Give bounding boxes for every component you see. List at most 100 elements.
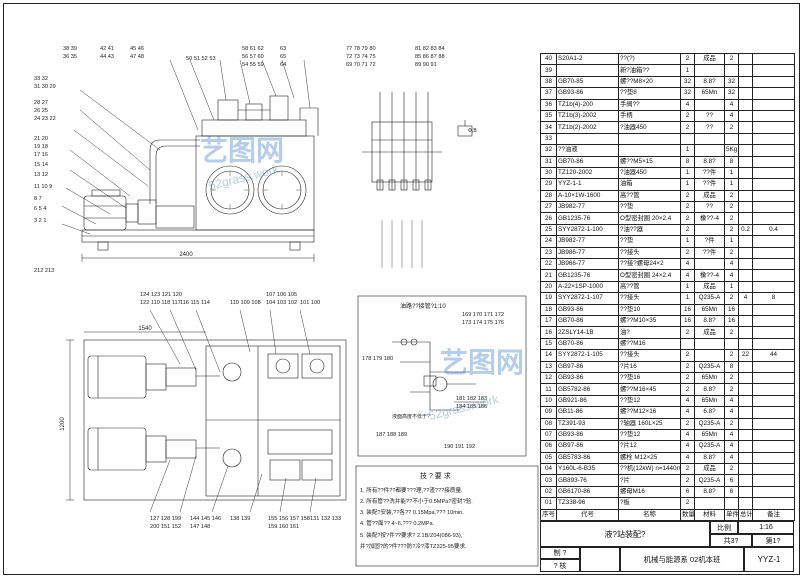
bom-cell: Q235-A [694,360,725,373]
bom-cell [738,474,753,487]
front-elevation-view [81,95,319,262]
sheet-border [3,3,800,575]
bom-cell: 手柄 [618,109,681,123]
bom-cell: TZ1b(4)-200 [556,98,619,111]
bom-cell [738,246,753,260]
bom-cell: 2 [724,52,739,66]
tech-req-item: 2. 所有管??洗并能??不小于0.5MPa?密封?验. [360,497,473,505]
bom-cell [752,326,795,339]
bom-cell [694,132,725,146]
bom-cell: SYY2872-1-100 [556,223,619,237]
bom-cell: 29 [540,178,557,191]
svg-text:36 35: 36 35 [63,54,77,60]
bom-cell: 螺??M8×20 [618,75,681,89]
svg-text:38 39: 38 39 [63,46,77,52]
bom-cell: ?? [694,121,725,134]
bom-cell [738,440,753,453]
bom-cell [680,132,695,146]
bom-cell: GB5782-86 [556,383,619,396]
bom-cell: 2 [724,201,739,214]
bom-cell [752,269,795,282]
bom-cell: 27 [540,201,557,214]
schematic-caption: 油路??接管?1:10 [400,302,446,310]
bom-cell: ?件 [694,235,725,248]
bom-cell: 橡??-4 [694,269,725,282]
bom-cell [556,132,619,146]
bom-cell: 16 [540,326,557,339]
bom-cell: 成品 [694,326,725,339]
bom-cell [724,497,739,510]
bom-cell [738,178,753,191]
bom-cell: 32 [724,75,739,89]
bom-cell: 65Mn [694,87,725,100]
bom-cell [738,144,753,157]
bom-cell: 20 [540,280,557,294]
bom-cell: 28 [540,189,557,203]
bom-cell [738,121,753,134]
bom-cell: 12 [540,371,557,385]
bom-cell [752,394,795,408]
bom-cell: 螺??M12×16 [618,406,681,419]
bom-cell [738,314,753,328]
bom-cell [694,223,725,237]
bom-cell: 37 [540,87,557,100]
bom-cell: 2 [724,326,739,339]
bom-cell: O型密封圈 24×2.4 [618,269,681,282]
bom-cell: 2ZSLY14-1B [556,326,619,339]
bom-cell: 23 [540,246,557,260]
svg-text:58 61 62: 58 61 62 [242,46,264,52]
bom-cell: 2 [680,52,695,66]
bom-cell: 8 [724,360,739,373]
bom-cell: 2 [680,121,695,134]
bom-cell [752,440,795,453]
tech-req-item: 4. 管??面?? 4~6,??? 0.2MPa. [360,519,435,527]
bom-cell: 21 [540,269,557,282]
bom-cell: 手阀?? [618,98,681,111]
bom-cell [752,212,795,225]
bom-cell: Y160L-6-B35 [556,463,619,476]
bom-cell [752,406,795,419]
bom-cell [738,166,753,180]
svg-text:144 145 146: 144 145 146 [190,516,221,522]
bom-cell: 05 [540,451,557,465]
bom-cell [618,144,681,157]
bom-cell: 8.8? [694,75,725,89]
bom-cell: 36 [540,98,557,111]
bom-cell [752,303,795,317]
tech-req-item: 5. 装配?按?件??要求? 2.1B/Z04(086-93), [360,531,463,539]
company-name: 机械与能源系 02机本班 [620,547,744,572]
bom-cell [694,144,725,157]
bom-cell: ??垫16 [618,371,681,385]
bom-cell: 0.4 [752,223,795,237]
bom-cell [752,121,795,134]
bom-cell: 4 [724,440,739,453]
bom-cell [738,371,753,385]
tech-requirements-box [355,465,539,567]
svg-text:77 78 79 80: 77 78 79 80 [346,46,376,52]
bom-cell: Q235-A [694,292,725,305]
bom-cell: 螺??M16 [618,337,681,351]
tech-req-list: 1. 所有??件??都要???理,??渣???接质量. 2. 所有管??洗并能?… [360,486,473,550]
piping-schematic-detail [357,295,527,457]
bom-cell [738,155,753,168]
bom-cell [738,235,753,248]
watermark: 艺图网 52grass.work 艺图网 52grass.work [200,135,524,423]
bom-cell: GB70-85 [556,75,619,89]
bom-cell: 螺??M16×45 [618,383,681,396]
bom-cell: 2 [680,189,695,203]
svg-text:42 41: 42 41 [100,46,114,52]
svg-text:65: 65 [280,54,286,60]
bom-cell [738,52,753,66]
bom-cell: 6.8? [694,406,725,419]
svg-text:69 70 71 72: 69 70 71 72 [346,62,376,68]
svg-text:28 27: 28 27 [34,100,48,106]
tech-req-item: 并?加固?的?件???防?冷?漆TZ325-95要求. [360,542,467,550]
bom-header-cell: 备注 [752,508,795,522]
svg-text:21 20: 21 20 [34,136,48,142]
bom-cell: 4 [724,258,739,271]
